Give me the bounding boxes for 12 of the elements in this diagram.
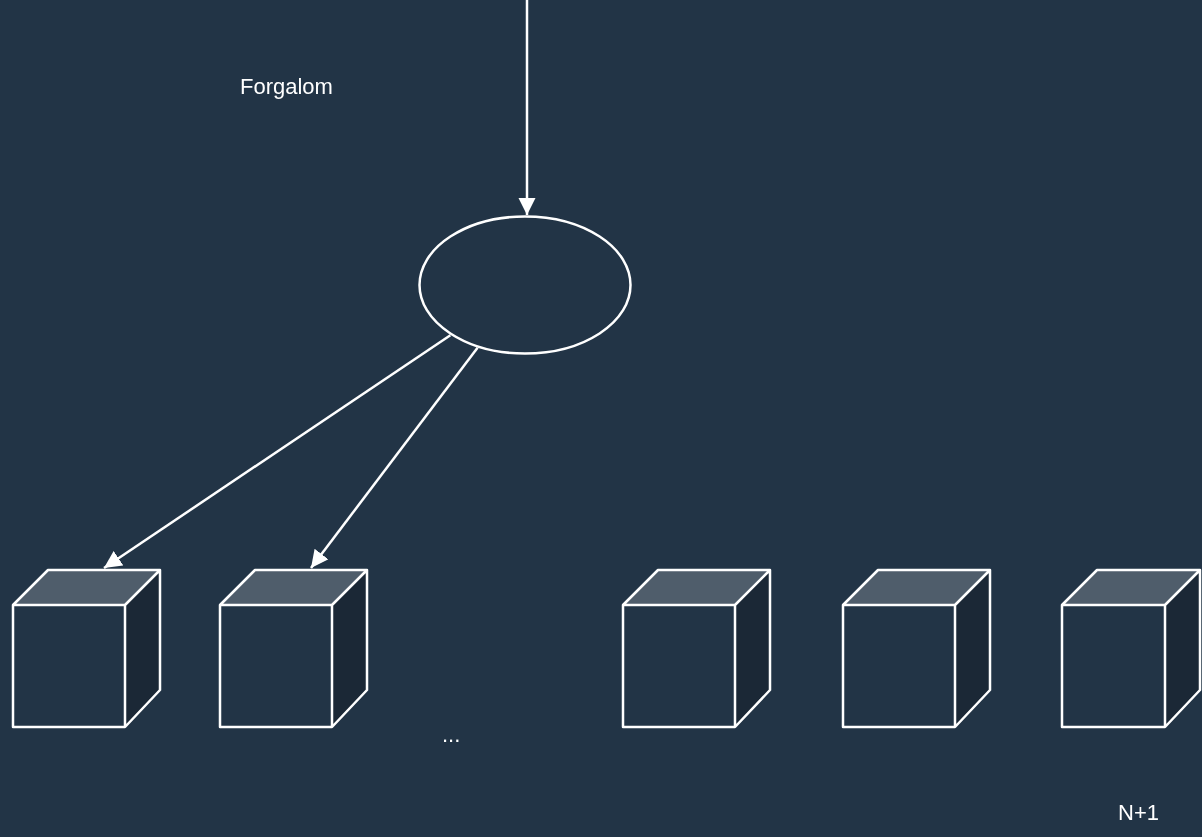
text-label: ... <box>442 722 461 748</box>
cube-node <box>623 570 770 727</box>
cube-node <box>13 570 160 727</box>
text-label: Forgalom <box>240 74 333 100</box>
cube-node <box>220 570 367 727</box>
arrow <box>103 334 452 570</box>
arrow <box>518 0 536 215</box>
cube-node <box>843 570 990 727</box>
cube-node <box>1062 570 1200 727</box>
text-label: N+1 <box>1118 800 1159 826</box>
ellipse-node <box>418 215 632 355</box>
arrow <box>310 347 479 569</box>
